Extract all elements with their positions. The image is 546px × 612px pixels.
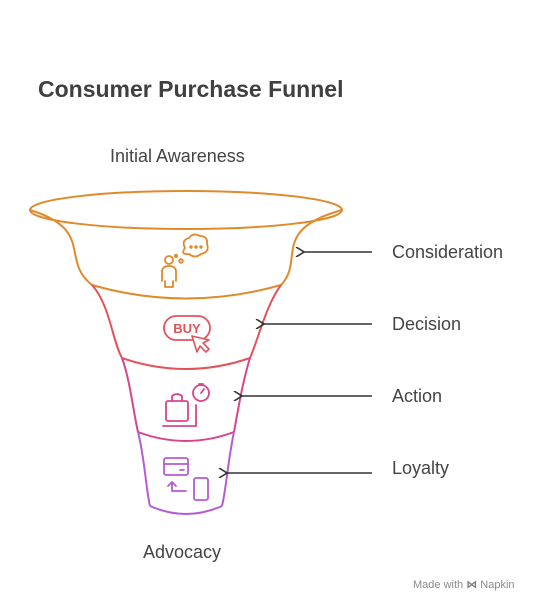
funnel-segment-consideration: [29, 190, 343, 300]
shopping-bag-icon: [162, 383, 210, 427]
top-label-initial-awareness: Initial Awareness: [110, 146, 245, 166]
person-thought-icon: [161, 233, 209, 288]
stage-label-decision: Decision: [392, 314, 462, 334]
napkin-credit: Made with ⋈ Napkin: [413, 578, 515, 591]
stage-label-consideration: Consideration: [392, 242, 504, 262]
stage-label-loyalty: Loyalty: [392, 458, 450, 478]
credit-brand: Napkin: [480, 579, 515, 591]
card-device-icon: [163, 457, 209, 501]
funnel-segment-loyalty: [137, 431, 235, 515]
stage-label-action: Action: [392, 386, 443, 406]
buy-text: BUY: [173, 321, 201, 336]
buy-button-icon: BUY: [163, 315, 211, 353]
funnel-segment-action: [121, 357, 251, 442]
bottom-label-advocacy: Advocacy: [143, 542, 222, 562]
napkin-logo-icon: ⋈: [466, 579, 478, 591]
credit-prefix: Made with: [413, 579, 464, 591]
diagram-title: Consumer Purchase Funnel: [38, 76, 344, 102]
